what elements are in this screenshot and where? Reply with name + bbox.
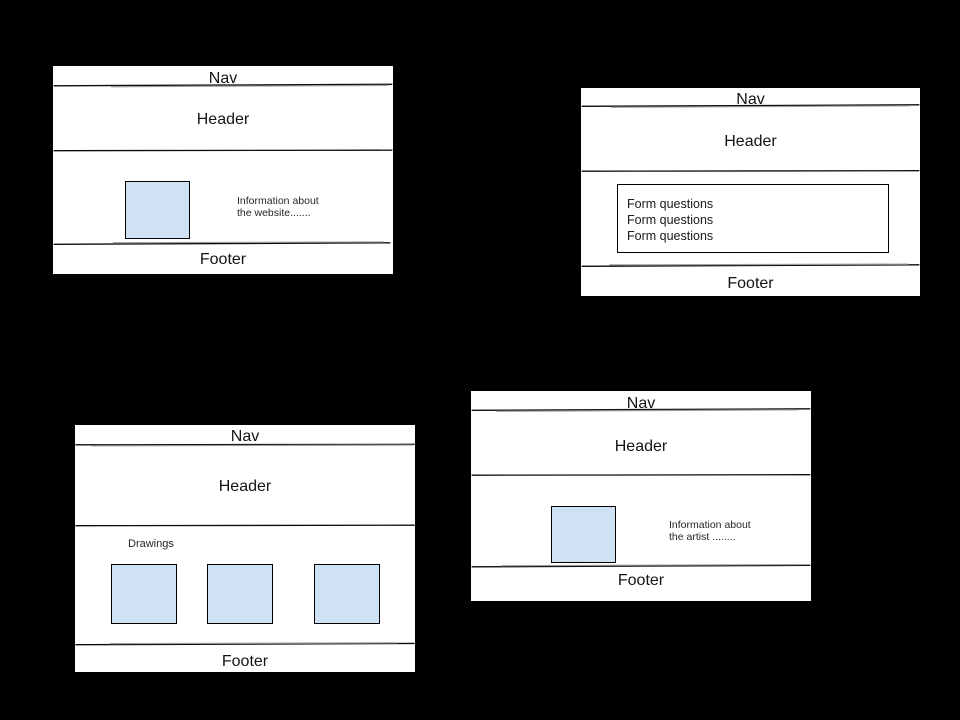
footer-label: Footer [617, 572, 665, 589]
nav-label: Nav [208, 70, 238, 87]
drawing-placeholder-1 [111, 564, 177, 624]
header-label: Header [614, 438, 668, 455]
info-line-2: the website....... [237, 207, 311, 219]
info-text: Information about the artist ........ [669, 519, 751, 543]
drawings-label: Drawings [128, 538, 174, 550]
form-question-2: Form questions [627, 213, 714, 227]
website-image-placeholder [125, 181, 190, 239]
wireframe-panel-artist: Nav Header Information about the artist … [470, 390, 812, 602]
artist-image-placeholder [551, 506, 616, 563]
header-label: Header [724, 133, 777, 150]
section-divider-lines [471, 408, 811, 568]
footer-label: Footer [727, 275, 774, 292]
header-label: Header [196, 111, 250, 128]
wireframe-panel-gallery: Nav Header Drawings Footer [74, 424, 416, 673]
drawing-placeholder-2 [207, 564, 273, 624]
form-question-1: Form questions [627, 197, 714, 211]
info-line-2: the artist ........ [669, 531, 736, 543]
nav-label: Nav [736, 91, 765, 108]
form-question-3: Form questions [627, 229, 714, 243]
footer-label: Footer [221, 653, 269, 670]
section-divider-lines [53, 83, 393, 245]
wireframe-panel-home: Nav Header Information about the website… [52, 65, 394, 275]
info-line-1: Information about [669, 519, 751, 531]
form-box: Form questions Form questions Form quest… [617, 184, 889, 253]
header-label: Header [218, 478, 272, 495]
info-text: Information about the website....... [237, 195, 319, 219]
nav-label: Nav [230, 428, 260, 445]
drawing-placeholder-3 [314, 564, 380, 624]
wireframe-panel-form: Nav Header Form questions Form questions… [580, 87, 921, 297]
nav-label: Nav [626, 395, 656, 412]
info-line-1: Information about [237, 195, 319, 207]
section-divider-lines [75, 443, 415, 646]
footer-label: Footer [199, 251, 247, 268]
